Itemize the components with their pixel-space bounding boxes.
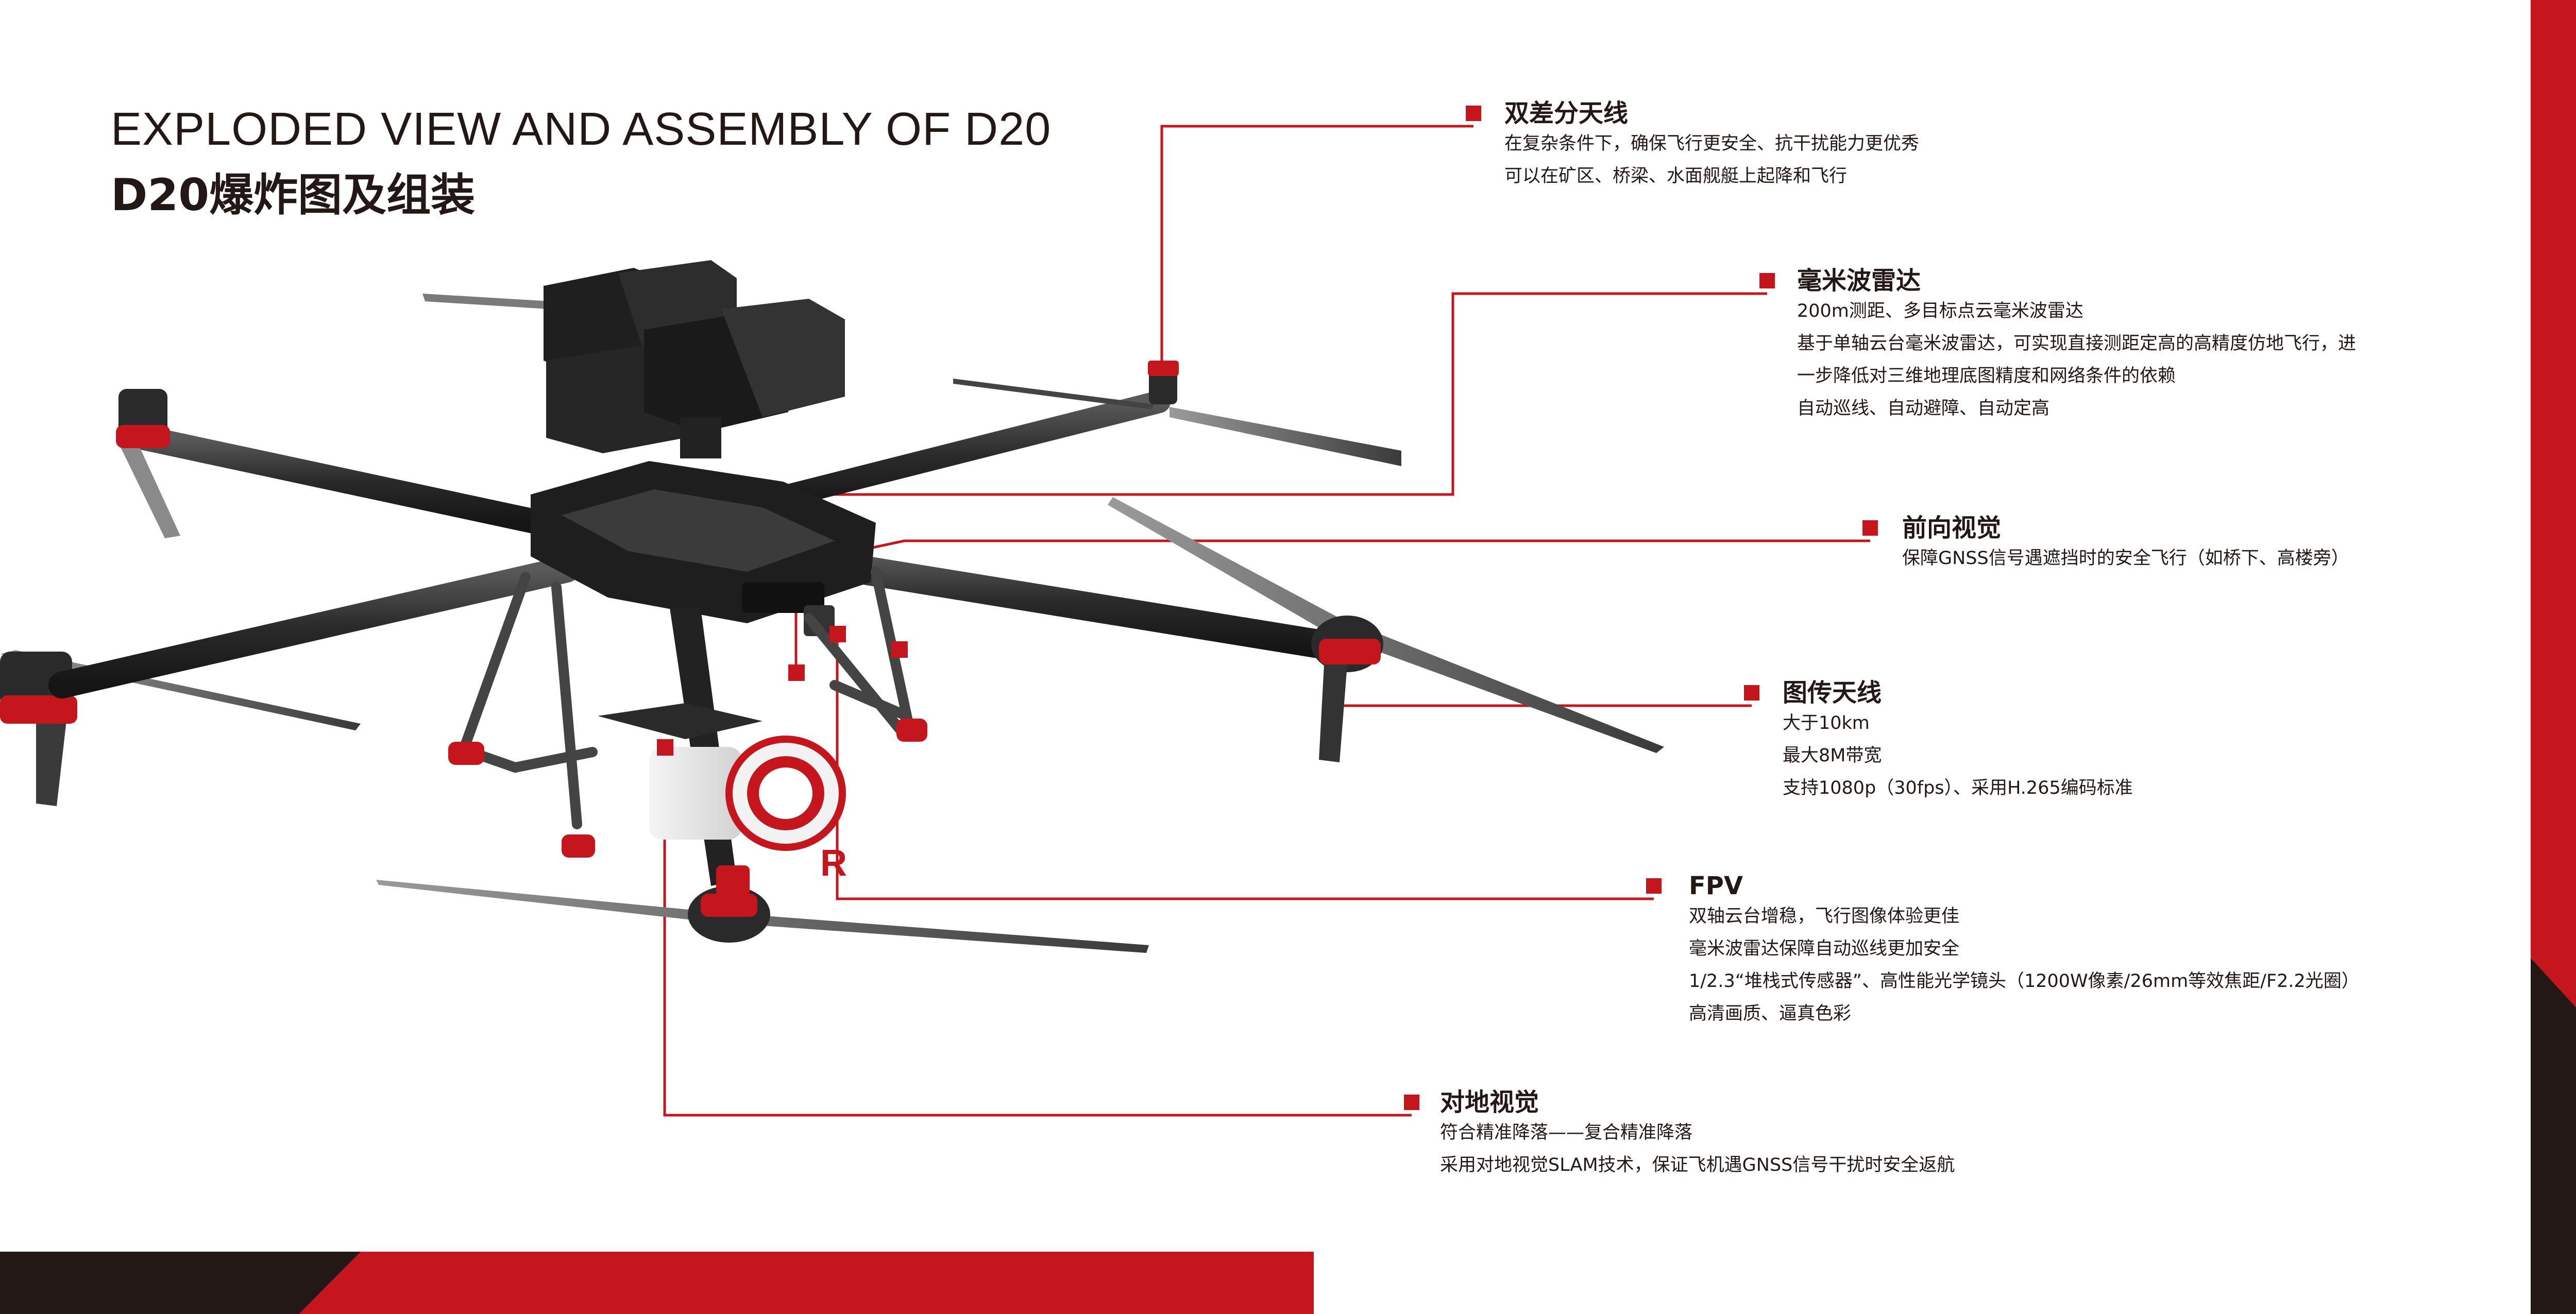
feature-desc: 大于10km xyxy=(1783,713,1870,733)
landing-gear xyxy=(457,567,914,829)
battery-packs xyxy=(544,260,845,458)
feature-title: 前向视觉 xyxy=(1902,514,2002,542)
feature-desc: 支持1080p（30fps）、采用H.265编码标准 xyxy=(1783,778,2133,798)
feature-desc: 一步降低对三维地理底图精度和网络条件的依赖 xyxy=(1797,366,2176,386)
landing-gear-feet xyxy=(448,719,927,858)
feature-desc: 双轴云台增稳，飞行图像体验更佳 xyxy=(1689,906,1960,927)
feature-desc: 自动巡线、自动避障、自动定高 xyxy=(1797,398,2050,419)
feature-desc: 最大8M带宽 xyxy=(1783,745,1882,766)
camera-logo: R xyxy=(820,843,847,884)
feature-title: 图传天线 xyxy=(1783,678,1882,707)
feature-title: FPV xyxy=(1689,872,1743,900)
feature-desc: 符合精准降落——复合精准降落 xyxy=(1440,1122,1693,1143)
feature-marker-ground-vision xyxy=(1404,1095,1419,1110)
feature-desc: 可以在矿区、桥梁、水面舰艇上起降和飞行 xyxy=(1504,166,1848,186)
feature-desc: 基于单轴云台毫米波雷达，可实现直接测距定高的高精度仿地飞行，进 xyxy=(1797,333,2357,354)
feature-forward-vision: 前向视觉 保障GNSS信号遇遮挡时的安全飞行（如桥下、高楼旁） xyxy=(1902,514,2349,575)
feature-dual-antenna: 双差分天线 在复杂条件下，确保飞行更安全、抗干扰能力更优秀 可以在矿区、桥梁、水… xyxy=(1504,99,1919,193)
callout-line-fpv xyxy=(836,634,1654,900)
feature-marker-dual-antenna xyxy=(1466,106,1481,121)
motor-rear-right xyxy=(953,361,1401,466)
feature-marker-fpv xyxy=(1646,878,1662,894)
feature-desc: 200m测距、多目标点云毫米波雷达 xyxy=(1797,301,2083,321)
drone-body xyxy=(531,461,876,636)
feature-desc: 在复杂条件下，确保飞行更安全、抗干扰能力更优秀 xyxy=(1504,133,1920,154)
feature-desc: 高清画质、逼真色彩 xyxy=(1689,1003,1852,1024)
gimbal-camera: R xyxy=(598,703,847,884)
page-title-cn: D20爆炸图及组装 xyxy=(111,169,476,221)
feature-desc: 毫米波雷达保障自动巡线更加安全 xyxy=(1689,938,1960,959)
feature-desc: 保障GNSS信号遇遮挡时的安全飞行（如桥下、高楼旁） xyxy=(1902,548,2349,569)
callout-line-dual-antenna xyxy=(1160,125,1473,366)
callout-line-mmwave-radar xyxy=(796,292,1767,496)
feature-title: 毫米波雷达 xyxy=(1797,266,1921,295)
feature-fpv: FPV 双轴云台增稳，飞行图像体验更佳 毫米波雷达保障自动巡线更加安全 1/2.… xyxy=(1689,872,2360,1030)
feature-title: 对地视觉 xyxy=(1440,1088,1539,1117)
feature-marker-forward-vision xyxy=(1862,520,1878,536)
callout-line-ground-vision xyxy=(663,747,1412,1117)
motor-rear-left xyxy=(116,294,551,538)
feature-title: 双差分天线 xyxy=(1504,99,1629,128)
feature-video-antenna: 图传天线 大于10km 最大8M带宽 支持1080p（30fps）、采用H.26… xyxy=(1783,678,2133,805)
bottom-band xyxy=(0,1252,1314,1314)
feature-marker-mmwave-radar xyxy=(1759,273,1775,288)
callout-dots xyxy=(657,626,908,756)
feature-mmwave-radar: 毫米波雷达 200m测距、多目标点云毫米波雷达 基于单轴云台毫米波雷达，可实现直… xyxy=(1797,266,2356,425)
feature-desc: 采用对地视觉SLAM技术，保证飞机遇GNSS信号干扰时安全返航 xyxy=(1440,1155,1955,1175)
feature-marker-video-antenna xyxy=(1744,685,1759,701)
feature-ground-vision: 对地视觉 符合精准降落——复合精准降落 采用对地视觉SLAM技术，保证飞机遇GN… xyxy=(1440,1088,1955,1182)
page-title-en: EXPLODED VIEW AND ASSEMBLY OF D20 xyxy=(111,104,1052,155)
motor-front-right xyxy=(1108,497,1664,762)
right-edge-band xyxy=(2531,0,2576,1314)
propeller-left xyxy=(0,650,361,806)
feature-desc: 1/2.3“堆栈式传感器”、高性能光学镜头（1200W像素/26mm等效焦距/F… xyxy=(1689,971,2360,992)
